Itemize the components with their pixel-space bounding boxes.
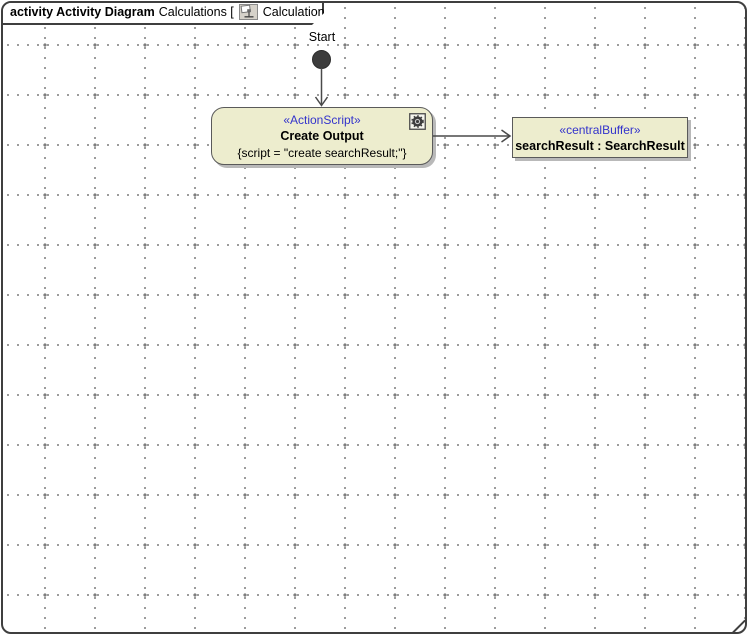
initial-node-label: Start xyxy=(308,30,336,44)
action-stereotype: «ActionScript» xyxy=(283,113,361,127)
frame-keyword-and-name: activity Activity Diagram xyxy=(10,5,155,19)
frame-diagram-ref-text: Calculations ] xyxy=(262,5,338,19)
initial-node[interactable] xyxy=(312,50,331,69)
action-node-create-output[interactable]: «ActionScript» Create Output {script = "… xyxy=(211,107,433,165)
frame-context-text: Calculations [ xyxy=(158,5,234,19)
frame-header-tab[interactable]: activity Activity Diagram Calculations [… xyxy=(3,3,324,25)
buffer-name: searchResult : SearchResult xyxy=(515,139,685,153)
diagram-canvas[interactable] xyxy=(3,3,745,632)
gear-icon xyxy=(409,113,426,130)
activity-diagram-icon xyxy=(239,4,258,20)
central-buffer-node[interactable]: «centralBuffer» searchResult : SearchRes… xyxy=(512,117,688,158)
action-name: Create Output xyxy=(280,129,364,143)
action-script-constraint: {script = "create searchResult;"} xyxy=(237,146,407,160)
buffer-stereotype: «centralBuffer» xyxy=(559,123,641,137)
